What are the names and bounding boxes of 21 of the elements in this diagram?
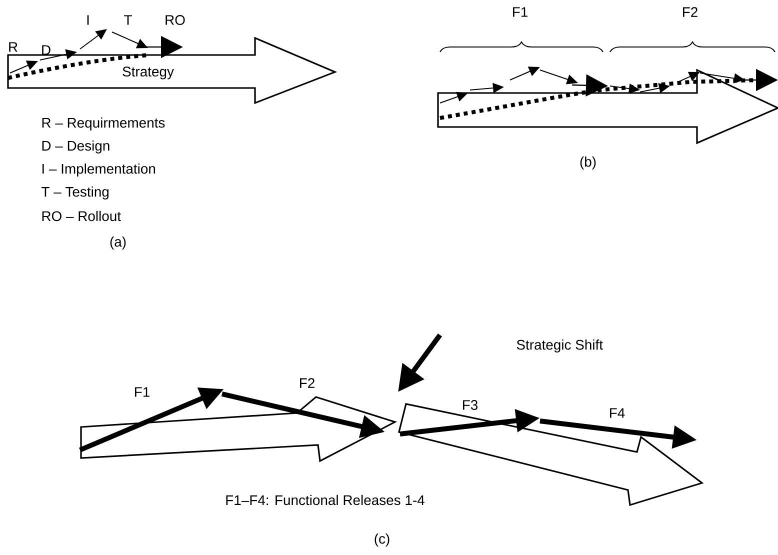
label-text: Strategic Shift <box>516 340 603 352</box>
label-text: F4 <box>610 408 625 418</box>
label-text: I – Implementation <box>42 164 156 176</box>
label-text: (a) <box>110 236 126 250</box>
label-text: RO – Rollout <box>42 210 121 222</box>
label-text: I <box>87 15 89 25</box>
label-text: F1–F4: Functional Releases 1-4 <box>226 494 424 506</box>
block-arrow <box>437 68 778 144</box>
label-text: F3 <box>463 400 478 410</box>
label-text: T – Testing <box>42 186 109 200</box>
label-text: D – Design <box>42 140 110 154</box>
block-arrow <box>80 396 398 462</box>
label-text: F1 <box>135 387 150 397</box>
label-text: R <box>9 42 18 52</box>
label-text: R – Requirmements <box>42 118 165 130</box>
label-text: RO <box>166 15 185 25</box>
label-text: (b) <box>580 156 596 170</box>
label-text: T <box>124 15 132 25</box>
label-text: F2 <box>683 7 698 17</box>
label-text: F1 <box>513 7 528 17</box>
label-text: (c) <box>374 534 390 546</box>
